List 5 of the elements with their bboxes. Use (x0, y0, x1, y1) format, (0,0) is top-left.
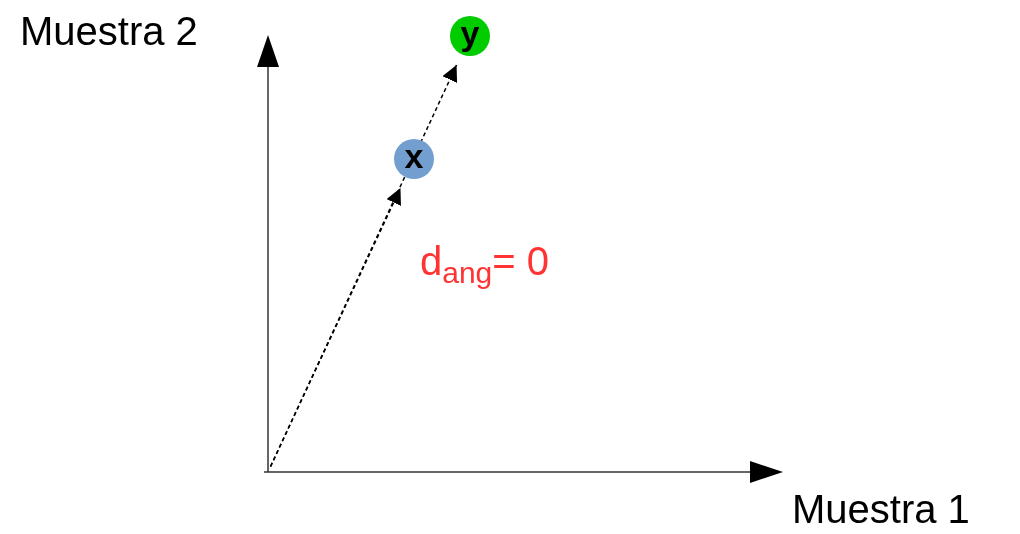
dashed-arrow (269, 64, 458, 468)
axis-label: Muestra 1 (792, 486, 970, 533)
point-label: y (460, 16, 480, 50)
point-label: x (404, 139, 424, 173)
axis-label: Muestra 2 (20, 8, 198, 55)
